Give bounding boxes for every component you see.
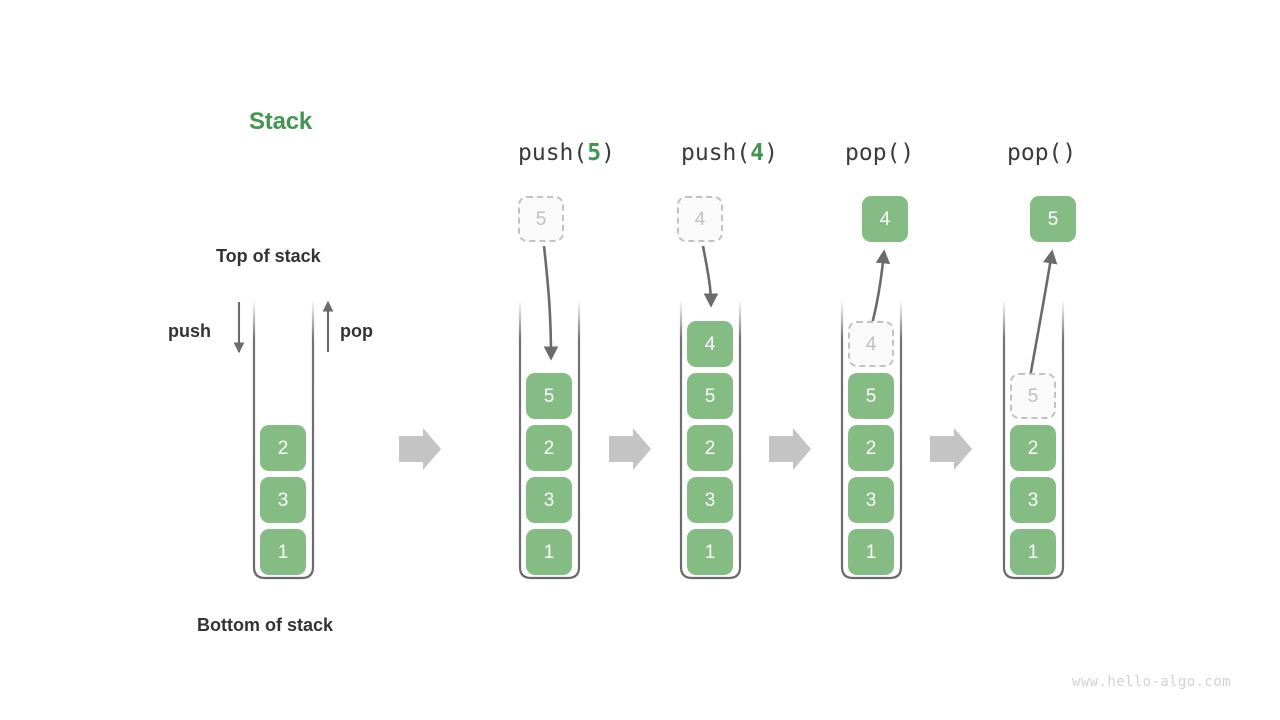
stack-cell: 1 <box>526 529 572 575</box>
op-fn: pop( <box>845 140 901 166</box>
stack-cell: 1 <box>848 529 894 575</box>
stack-cell: 3 <box>526 477 572 523</box>
op-label-push-5: push(5) <box>518 140 628 166</box>
stack-cell: 2 <box>260 425 306 471</box>
stack-cell: 5 <box>526 373 572 419</box>
op-fn: push( <box>681 140 751 166</box>
page-title: Stack <box>249 108 313 135</box>
stack-cell: 1 <box>687 529 733 575</box>
transition-arrow-3 <box>769 428 811 470</box>
op-arg: 4 <box>750 140 765 166</box>
push-motion-arrow-2 <box>701 245 719 308</box>
popped-cell: 4 <box>862 196 908 242</box>
op-close: ) <box>764 140 778 166</box>
op-fn: pop( <box>1007 140 1063 166</box>
watermark: www.hello-algo.com <box>1072 674 1231 690</box>
incoming-ghost-cell: 5 <box>518 196 564 242</box>
stack-cell: 2 <box>1010 425 1056 471</box>
stack-cell: 3 <box>687 477 733 523</box>
stack-cell: 2 <box>687 425 733 471</box>
stack-cell: 2 <box>526 425 572 471</box>
op-label-pop-1: pop() <box>845 140 955 166</box>
incoming-ghost-cell: 4 <box>677 196 723 242</box>
stack-cell: 1 <box>1010 529 1056 575</box>
op-label-pop-2: pop() <box>1007 140 1117 166</box>
stack-cell: 2 <box>848 425 894 471</box>
op-label-push-4: push(4) <box>681 140 791 166</box>
op-close: ) <box>900 140 915 166</box>
stack-cell: 4 <box>687 321 733 367</box>
popped-cell: 5 <box>1030 196 1076 242</box>
op-close: ) <box>1062 140 1077 166</box>
transition-arrow-1 <box>399 428 441 470</box>
op-close: ) <box>601 140 615 166</box>
op-arg: 5 <box>587 140 602 166</box>
stack-cell: 5 <box>687 373 733 419</box>
vacated-ghost-cell: 5 <box>1010 373 1056 419</box>
stack-cell: 3 <box>848 477 894 523</box>
top-of-stack-label: Top of stack <box>216 246 321 266</box>
bottom-of-stack-label: Bottom of stack <box>197 615 334 635</box>
op-fn: push( <box>518 140 588 166</box>
stack-cell: 1 <box>260 529 306 575</box>
transition-arrow-2 <box>609 428 651 470</box>
stack-cell: 5 <box>848 373 894 419</box>
push-label: push <box>168 321 211 341</box>
push-motion-arrow-1 <box>542 245 559 361</box>
stack-cell: 3 <box>1010 477 1056 523</box>
vacated-ghost-cell: 4 <box>848 321 894 367</box>
transition-arrow-4 <box>930 428 972 470</box>
stack-cell: 3 <box>260 477 306 523</box>
pop-label: pop <box>340 321 373 341</box>
